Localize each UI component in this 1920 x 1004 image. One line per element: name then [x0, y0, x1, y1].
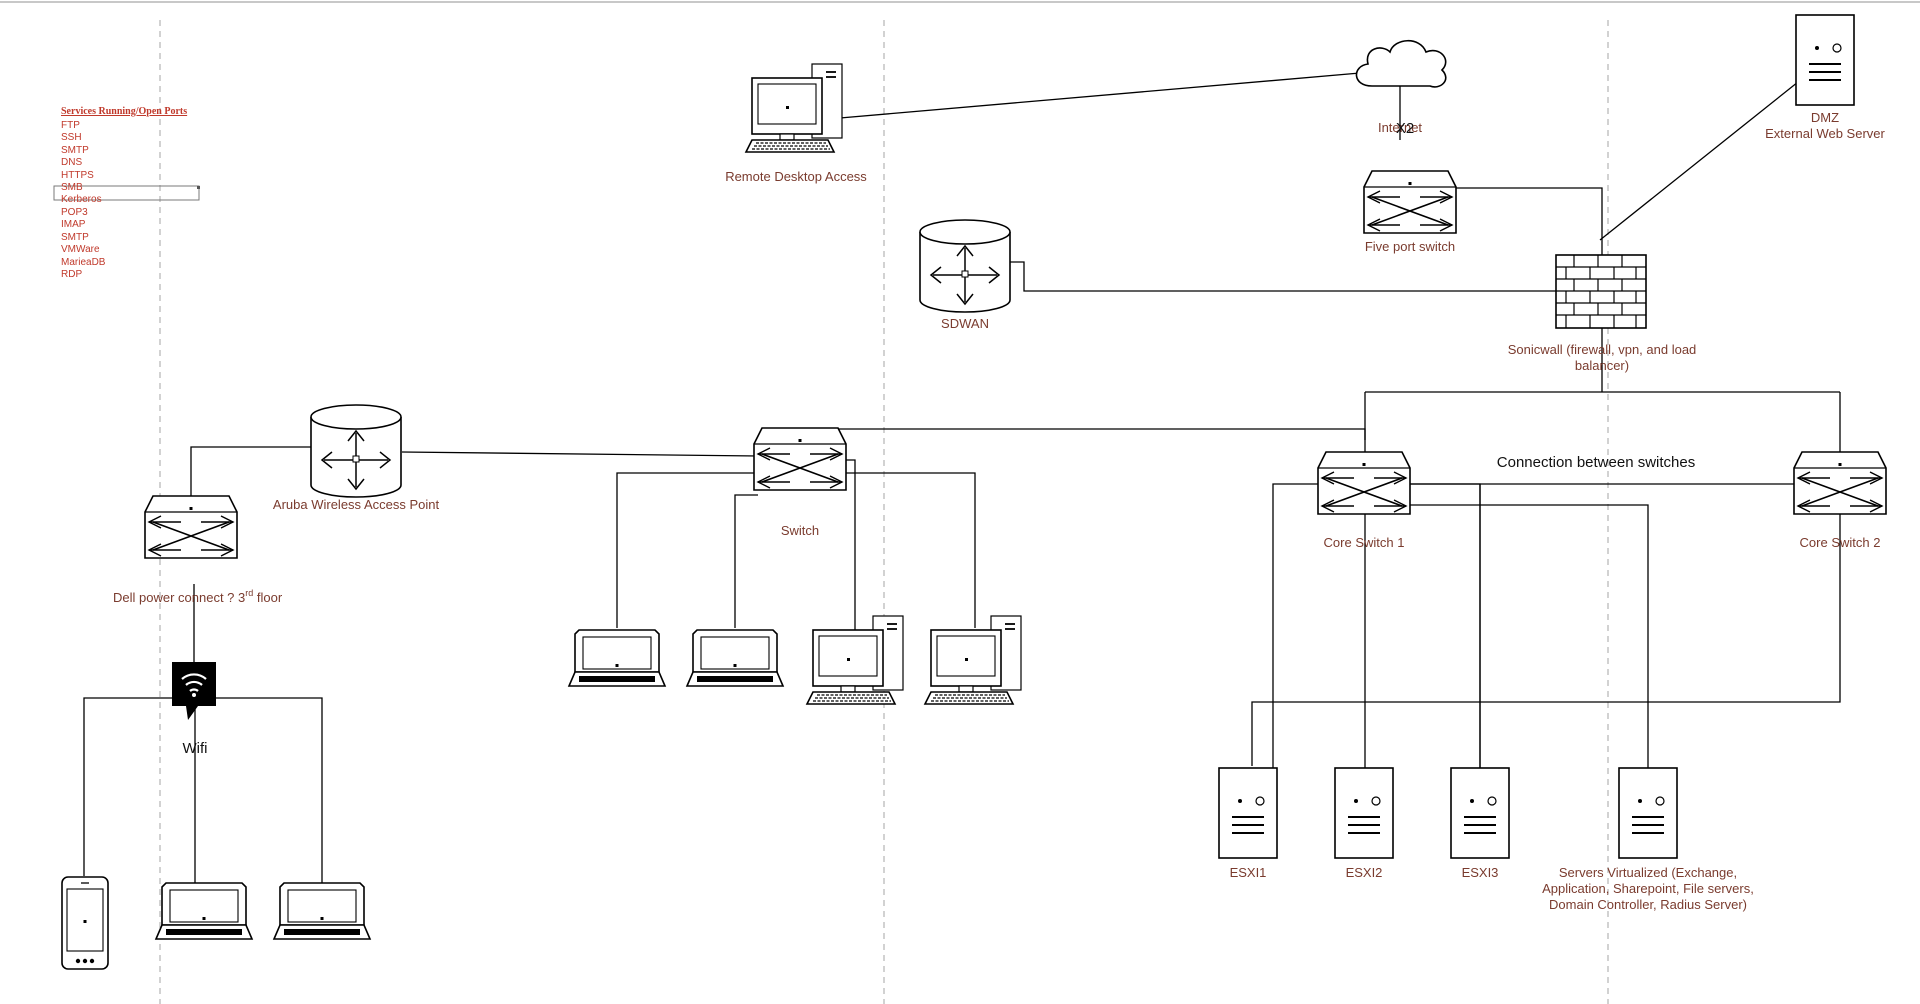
service-item: SSH: [61, 132, 82, 143]
virtual-servers-node[interactable]: Servers Virtualized (Exchange, Applicati…: [1542, 767, 1754, 912]
desktop-icon[interactable]: [806, 615, 904, 705]
server-icon: [1795, 14, 1855, 106]
service-item: DNS: [61, 157, 82, 168]
dmz-label: DMZ: [1811, 110, 1839, 125]
switch-label: Switch: [781, 523, 819, 538]
switch-icon: [1363, 170, 1457, 234]
wifi-label: Wifi: [183, 740, 208, 757]
esxi2-node[interactable]: ESXI2: [1334, 767, 1394, 880]
service-item: SMTP: [61, 145, 89, 156]
router-icon: [310, 404, 402, 498]
sonicwall-label: Sonicwall (firewall, vpn, and load: [1508, 342, 1697, 357]
internet-node[interactable]: Internet X2: [1355, 39, 1447, 137]
service-item: SMB: [61, 182, 83, 193]
server-icon: [1334, 767, 1394, 859]
service-item: VMWare: [61, 244, 100, 255]
sonicwall-sublabel: balancer): [1575, 358, 1629, 373]
firewall-icon: [1555, 254, 1647, 329]
desktop-icon: [745, 63, 843, 153]
selection-handle[interactable]: [197, 186, 200, 189]
esxi3-node[interactable]: ESXI3: [1450, 767, 1510, 880]
aruba-label: Aruba Wireless Access Point: [273, 497, 440, 512]
esxi1-node[interactable]: ESXI1: [1218, 767, 1278, 880]
dmz-server-node[interactable]: DMZ External Web Server: [1765, 14, 1886, 141]
laptop-icon[interactable]: [686, 629, 784, 687]
laptop-icon[interactable]: [273, 882, 371, 940]
phone-icon[interactable]: [61, 876, 109, 970]
esxi2-label: ESXI2: [1346, 865, 1383, 880]
service-item: HTTPS: [61, 170, 94, 181]
core-switch-1-node[interactable]: Core Switch 1: [1317, 451, 1411, 550]
wifi-node[interactable]: Wifi: [172, 662, 216, 757]
sdwan-label: SDWAN: [941, 316, 989, 331]
service-item: FTP: [61, 120, 80, 131]
dell-label-main: Dell power connect ? 3: [113, 590, 245, 605]
services-list: Services Running/Open Ports FTP SSH SMTP…: [53, 106, 200, 280]
service-item: Kerberos: [61, 194, 102, 205]
server-icon: [1450, 767, 1510, 859]
server-icon: [1618, 767, 1678, 859]
virtual-servers-label: Servers Virtualized (Exchange,: [1559, 865, 1737, 880]
remote-desktop-label: Remote Desktop Access: [725, 169, 867, 184]
esxi3-label: ESXI3: [1462, 865, 1499, 880]
switch-icon: [1317, 451, 1411, 515]
laptop-icon[interactable]: [568, 629, 666, 687]
service-item: POP3: [61, 207, 88, 218]
service-item: MarieaDB: [61, 257, 106, 268]
sonicwall-node[interactable]: Sonicwall (firewall, vpn, and load balan…: [1508, 254, 1697, 373]
five-port-switch-label: Five port switch: [1365, 239, 1455, 254]
switch-icon: [1793, 451, 1887, 515]
service-item: SMTP: [61, 232, 89, 243]
laptop-icon[interactable]: [155, 882, 253, 940]
virtual-servers-sublabel: Application, Sharepoint, File servers,: [1542, 881, 1754, 896]
dmz-sublabel: External Web Server: [1765, 126, 1885, 141]
cloud-icon: [1355, 39, 1447, 88]
internet-label: Internet: [1378, 120, 1422, 135]
core-switch-1-label: Core Switch 1: [1324, 535, 1405, 550]
dell-label-sup: rd: [245, 588, 253, 598]
service-item: IMAP: [61, 219, 86, 230]
services-title: Services Running/Open Ports: [61, 106, 187, 117]
aruba-ap-node[interactable]: Aruba Wireless Access Point: [273, 404, 440, 512]
sdwan-node[interactable]: SDWAN: [919, 219, 1011, 331]
core-switch-2-label: Core Switch 2: [1800, 535, 1881, 550]
virtual-servers-sublabel: Domain Controller, Radius Server): [1549, 897, 1747, 912]
wifi-icon: [172, 662, 216, 720]
desktop-icon[interactable]: [924, 615, 1022, 705]
remote-desktop-node[interactable]: Remote Desktop Access: [725, 63, 867, 184]
dell-label: Dell power connect ? 3rd floor: [113, 588, 283, 605]
service-item: RDP: [61, 269, 82, 280]
internet-overlay-label: X2: [1396, 120, 1414, 137]
switch-icon: [144, 495, 238, 559]
dell-label-floor: floor: [253, 590, 283, 605]
server-icon: [1218, 767, 1278, 859]
dell-switch-node[interactable]: Dell power connect ? 3rd floor: [113, 495, 283, 605]
esxi1-label: ESXI1: [1230, 865, 1267, 880]
router-icon: [919, 219, 1011, 313]
central-switch-node[interactable]: Switch: [753, 427, 847, 538]
five-port-switch-node[interactable]: Five port switch: [1363, 170, 1457, 254]
selection-box[interactable]: [53, 185, 200, 201]
core-switch-2-node[interactable]: Core Switch 2: [1793, 451, 1887, 550]
connection-label: Connection between switches: [1497, 454, 1695, 471]
switch-icon: [753, 427, 847, 491]
